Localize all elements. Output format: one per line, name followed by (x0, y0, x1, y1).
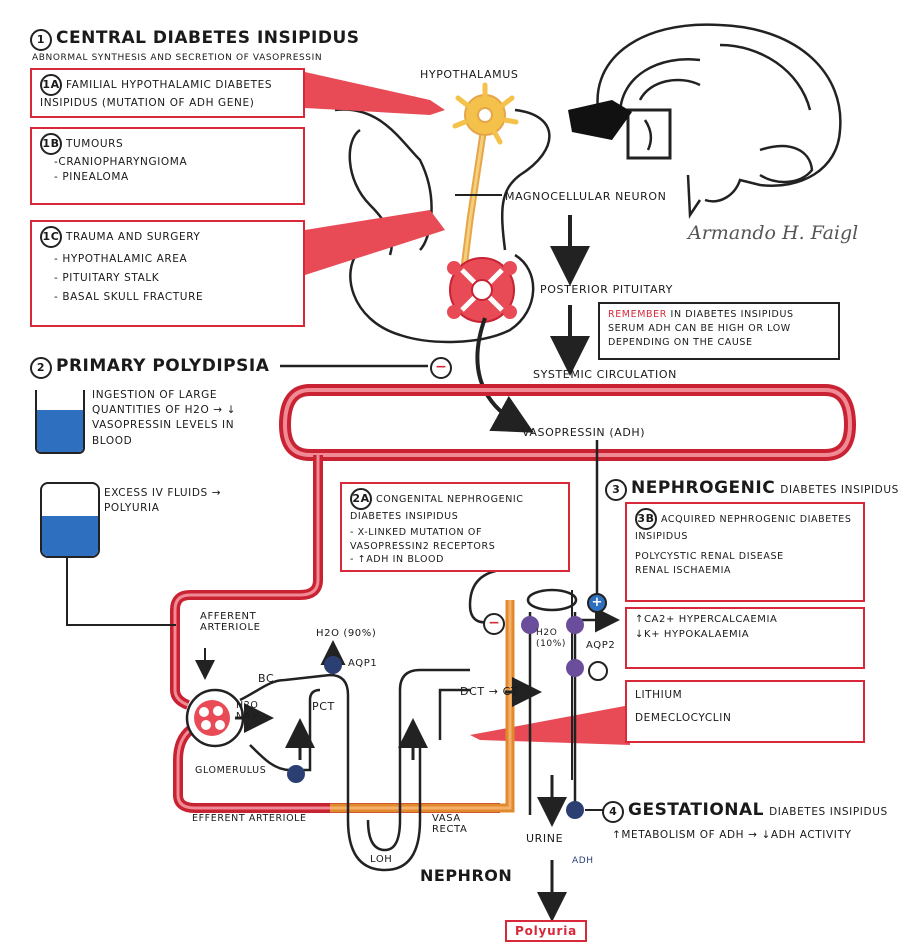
vasopressin-label: Vasopressin (ADH) (522, 426, 646, 439)
brain-sketch (596, 23, 842, 219)
central-subtitle: Abnormal synthesis and secretion of vaso… (32, 53, 323, 63)
systemic-circulation-label: Systemic circulation (533, 368, 677, 381)
circulation-loop (278, 384, 857, 461)
box-1c-item: - Pituitary stalk (54, 272, 160, 285)
polyuria-label: Polyuria (505, 920, 588, 942)
author-signature: Armando H. Faigl (688, 222, 859, 244)
primary-minus-icon: − (430, 357, 452, 379)
box-1c-title: Trauma and surgery (66, 231, 201, 243)
box-2a-badge: 2a (350, 488, 372, 510)
iv-fluids-text: Excess IV fluids → Polyuria (104, 487, 222, 515)
aqp-channel-dots (287, 616, 584, 819)
box-1b: 1b Tumours -Craniopharyngioma - Pinealoma (30, 127, 305, 205)
gestational-title: Gestational (628, 800, 765, 820)
central-title: Central Diabetes Insipidus (56, 28, 360, 48)
nephrogenic-title: Nephrogenic (631, 478, 776, 498)
gestational-text: ↑Metabolism of ADH → ↓ADH activity (612, 829, 852, 841)
glomerulus-icon (194, 700, 230, 736)
arrow-1c (305, 210, 445, 275)
remember-text: in diabetes insipidus serum ADH can be h… (608, 309, 794, 348)
glomerulus-label: Glomerulus (195, 765, 267, 776)
pct-label: PCT (312, 700, 335, 713)
iv-tube-horizontal (66, 624, 176, 626)
efferent-label: Efferent arteriole (192, 813, 307, 824)
adh-plus-icon: + (587, 593, 607, 613)
posterior-pituitary-label: Posterior pituitary (540, 283, 673, 296)
primary-title: Primary polydipsia (56, 356, 270, 376)
box-1b-badge: 1b (40, 133, 62, 155)
dct-ct-label: DCT → CT (460, 685, 519, 698)
box-3b: 3bAcquired nephrogenic diabetes insipidu… (625, 502, 865, 602)
box-3b-title: Acquired nephrogenic diabetes insipidus (635, 514, 852, 542)
central-number-badge: 1 (30, 29, 52, 51)
arrow-1a (305, 72, 445, 115)
remember-keyword: Remember (608, 309, 667, 320)
nephrogenic-heading: 3Nephrogenic diabetes insipidus (605, 478, 899, 501)
primary-polydipsia-heading: 2Primary polydipsia (30, 356, 269, 379)
electrolytes-box: ↑Ca2+ Hypercalcaemia ↓K+ Hypokalaemia (625, 607, 865, 669)
brain-pointer-shape (568, 100, 632, 140)
urine-label: Urine (526, 832, 564, 845)
water-glass-icon (35, 390, 85, 454)
ingestion-text: Ingestion of large quantities of H2O → ↓… (92, 389, 236, 447)
electrolyte-item: ↓K+ Hypokalaemia (635, 628, 750, 640)
posterior-pituitary-terminals-icon (447, 257, 517, 323)
nephrogenic-number-badge: 3 (605, 479, 627, 501)
aqp2-label: AQP2 (586, 640, 616, 651)
nephron-label: Nephron (420, 866, 513, 885)
remember-box: Remember in diabetes insipidus serum ADH… (598, 302, 840, 360)
drugs-box: Lithium Demeclocyclin (625, 680, 865, 743)
afferent-label: Afferent arteriole (200, 611, 261, 633)
iv-bag-icon (40, 482, 100, 558)
drug-item: Lithium (635, 689, 683, 701)
iv-tube (66, 556, 68, 626)
adh-label: ADH (572, 856, 594, 866)
vasa-recta-label: Vasa recta (432, 813, 468, 835)
arrow-drugs (470, 705, 630, 745)
box-2a-item: - ↑ADH in blood (350, 554, 445, 566)
box-3b-item: Polycystic renal disease (635, 550, 784, 562)
electrolyte-inhibit-icon (588, 661, 608, 681)
afferent-vessel (170, 455, 500, 813)
box-1c-badge: 1c (40, 226, 62, 248)
drug-item: Demeclocyclin (635, 712, 732, 725)
primary-number-badge: 2 (30, 357, 52, 379)
gestational-title-rest: diabetes insipidus (769, 806, 888, 818)
magnocellular-label: Magnocellular neuron (505, 190, 667, 203)
h2o-na-label: H2O Na+ (236, 700, 260, 723)
box-2a-title: Congenital nephrogenic diabetes insipidu… (350, 494, 524, 522)
congenital-pointer (468, 568, 501, 624)
nephrogenic-title-rest: diabetes insipidus (780, 484, 899, 496)
box-2a-item: - X-linked mutation of vasopressin2 rece… (350, 526, 496, 552)
box-1a-badge: 1a (40, 74, 62, 96)
box-3b-badge: 3b (635, 508, 657, 530)
h2o-10-label: H2O (10%) (536, 628, 567, 649)
box-1c: 1c Trauma and surgery - Hypothalamic area… (30, 220, 305, 327)
hypothalamus-label: Hypothalamus (420, 68, 519, 81)
gestational-number-badge: 4 (602, 801, 624, 823)
box-1b-item: - Pinealoma (54, 171, 129, 184)
gestational-heading: 4Gestational diabetes insipidus (602, 800, 888, 823)
neuron-cell-body-icon (452, 82, 519, 145)
central-di-heading: 1Central Diabetes Insipidus (30, 28, 360, 51)
h2o-90-label: H2O (90%) (316, 628, 377, 639)
electrolyte-item: ↑Ca2+ Hypercalcaemia (635, 614, 778, 625)
box-1c-item: - Hypothalamic area (54, 253, 188, 265)
aqp1-label: AQP1 (348, 658, 378, 669)
box-1a: 1aFamilial hypothalamic diabetes insipid… (30, 68, 305, 118)
box-1b-title: Tumours (66, 138, 124, 150)
bc-label: BC (258, 672, 275, 685)
loh-label: LOH (370, 854, 393, 865)
box-1a-text: Familial hypothalamic diabetes insipidus… (40, 79, 273, 109)
vasa-recta-vessel (330, 600, 515, 813)
congenital-minus-icon: − (483, 613, 505, 635)
box-2a: 2aCongenital nephrogenic diabetes insipi… (340, 482, 570, 572)
box-3b-item: Renal ischaemia (635, 564, 732, 576)
box-1c-item: - Basal skull fracture (54, 291, 204, 304)
arrow-to-vasopressin (475, 317, 534, 433)
box-1b-item: -Craniopharyngioma (54, 156, 188, 168)
